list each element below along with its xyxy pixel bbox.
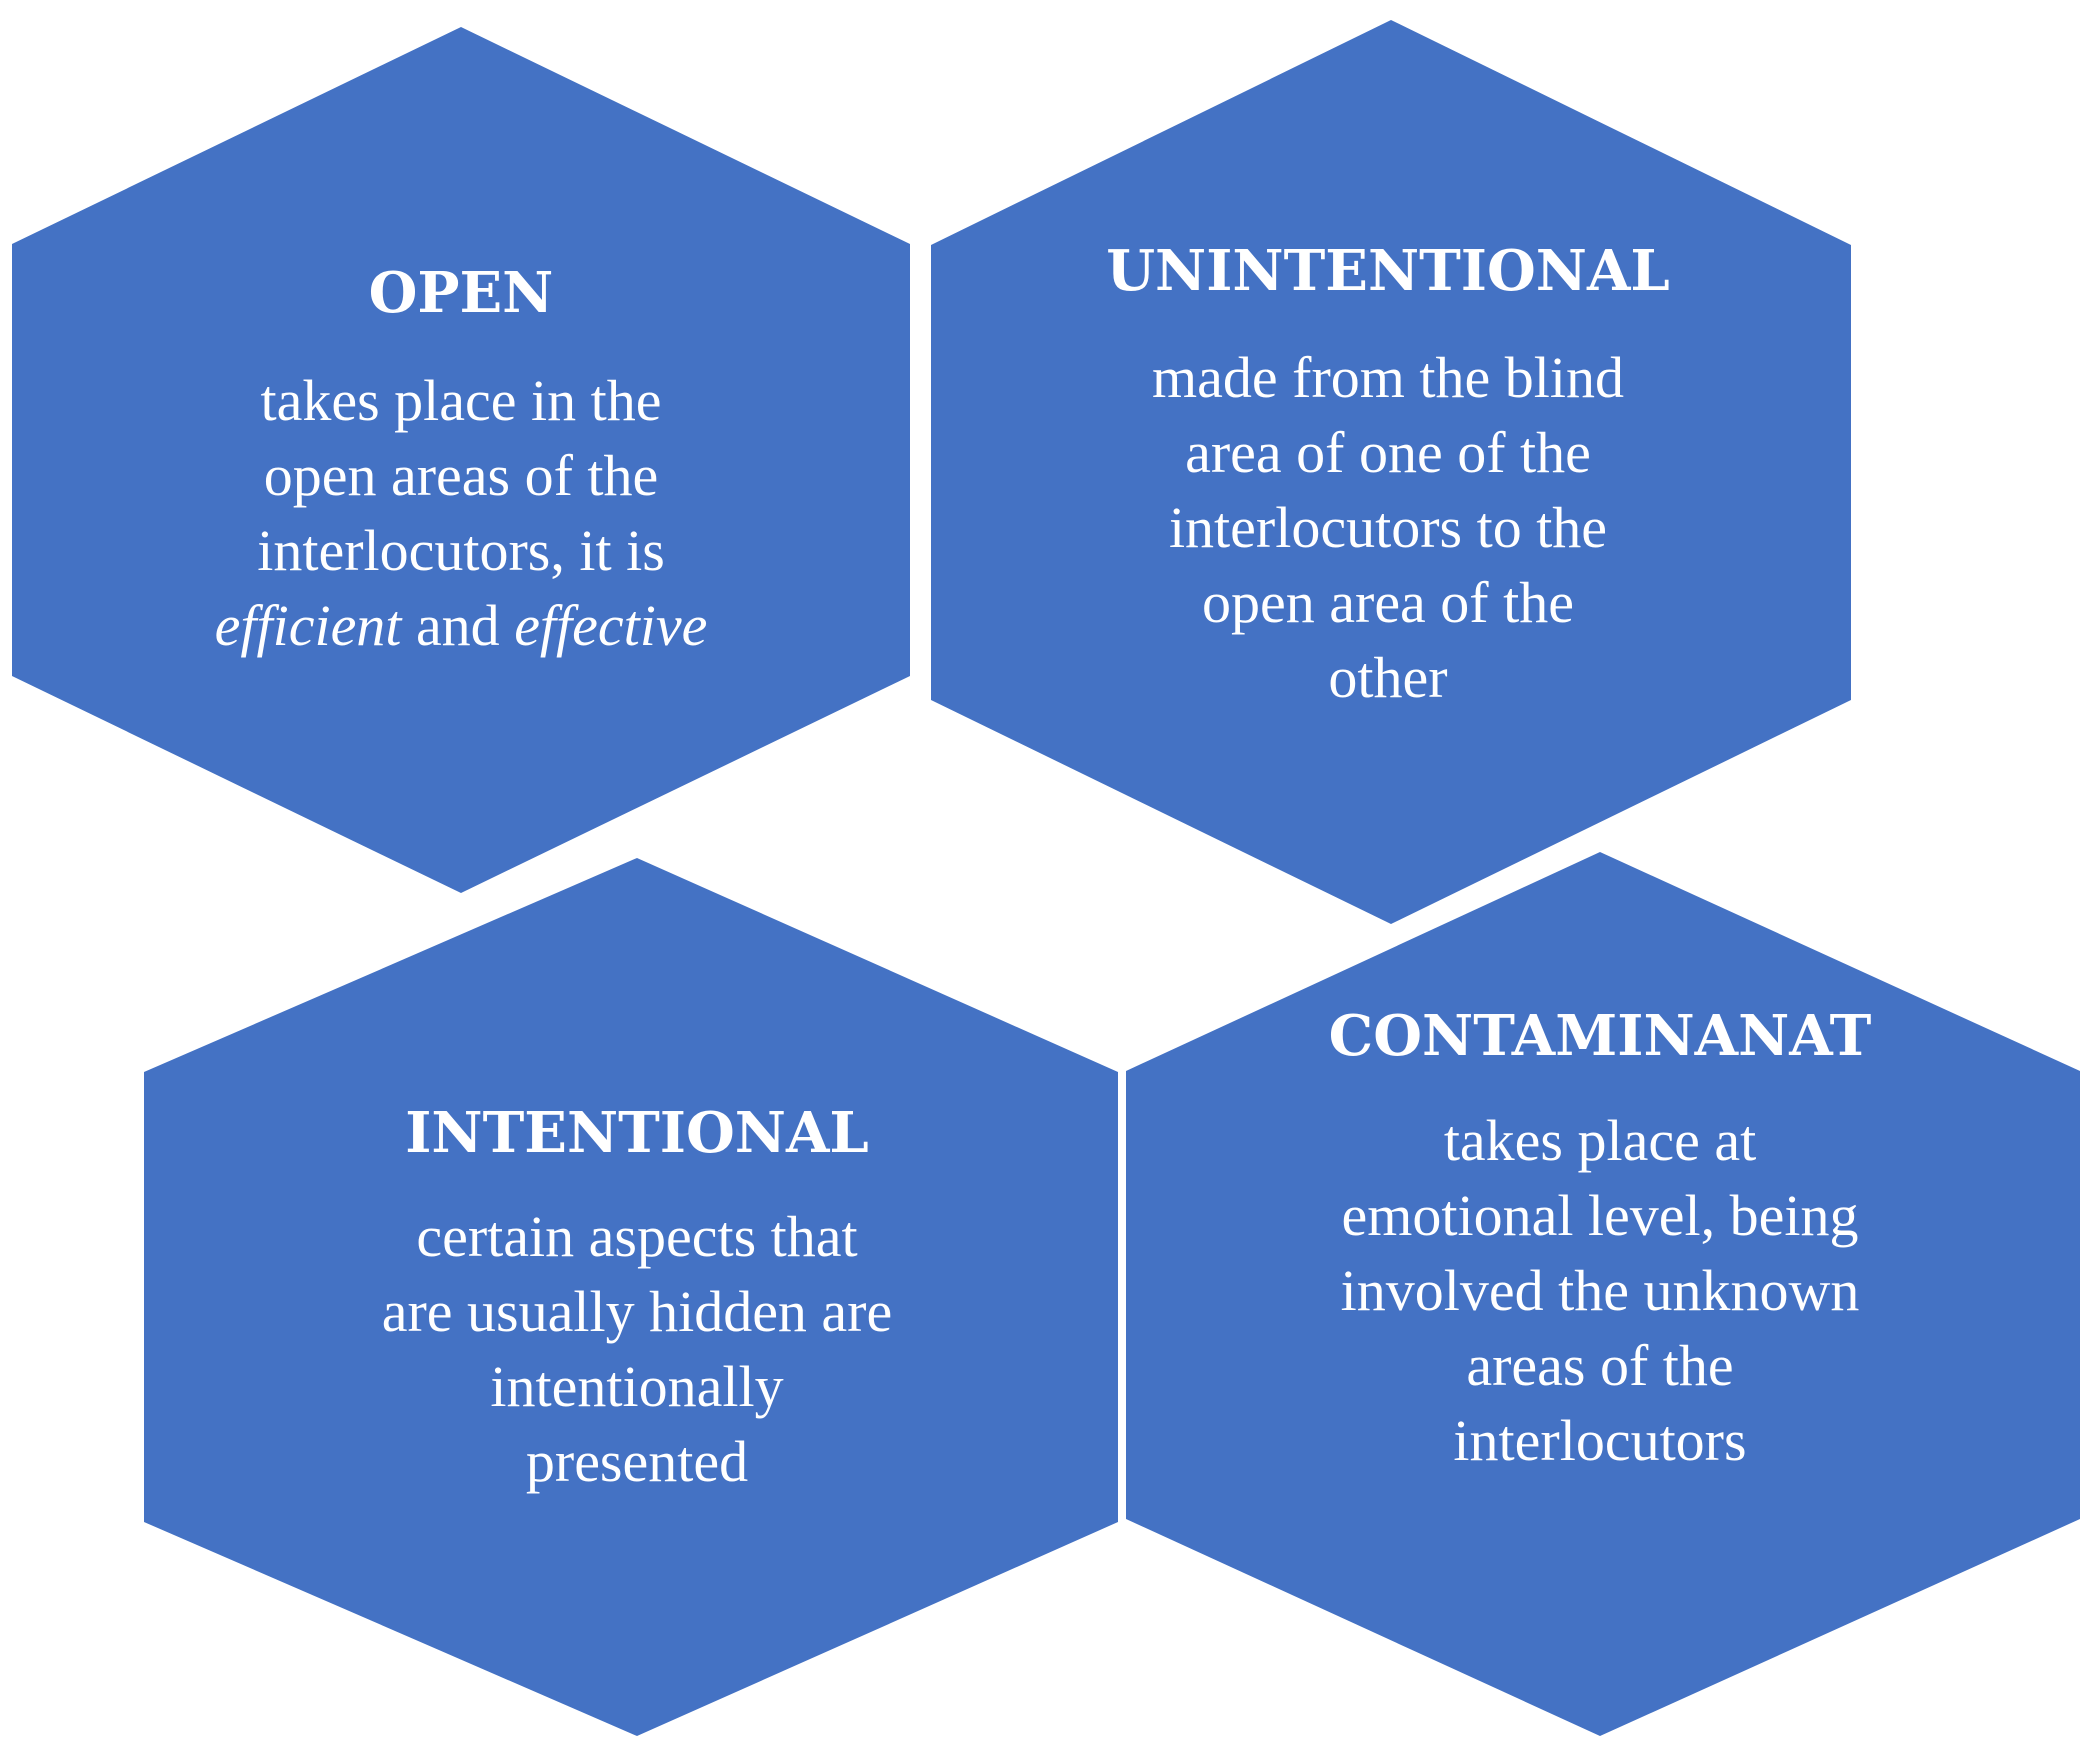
hexagon-intentional-shape [144, 858, 1118, 1736]
body-text: involved the unknown [1341, 1258, 1860, 1323]
hexagon-intentional: INTENTIONAL certain aspects that are usua… [144, 858, 1118, 1736]
hexagon-contaminanat-description-line: areas of the [1466, 1333, 1733, 1398]
body-text: area of one of the [1185, 420, 1591, 485]
body-text: intentionally [490, 1354, 783, 1419]
hexagon-contaminanat-description-line: takes place at [1444, 1108, 1756, 1173]
hexagon-unintentional: UNINTENTIONAL made from the blind area of… [931, 20, 1851, 924]
body-text: open area of the [1202, 570, 1574, 635]
hexagon-contaminanat-description-line: involved the unknown [1341, 1258, 1860, 1323]
body-text: takes place at [1444, 1108, 1756, 1173]
hexagon-open-description-line: takes place in the [261, 368, 662, 433]
hexagon-unintentional-shape [931, 20, 1851, 924]
hexagon-contaminanat-description-line: emotional level, being [1341, 1183, 1858, 1248]
hexagon-unintentional-description: made from the blind area of one of the int… [1152, 345, 1624, 710]
hexagon-open: OPEN takes place in the open areas of the… [12, 27, 910, 893]
body-text: and [401, 593, 514, 658]
hexagon-intentional-title: INTENTIONAL [405, 1100, 869, 1166]
hexagon-unintentional-description-line: interlocutors to the [1169, 495, 1607, 560]
body-text: are usually hidden are [382, 1279, 893, 1344]
body-text: areas of the [1466, 1333, 1733, 1398]
body-text: takes place in the [261, 368, 662, 433]
body-text: made from the blind [1152, 345, 1624, 410]
hexagon-intentional-description-line: certain aspects that [416, 1204, 857, 1269]
hexagon-contaminanat-description-line: interlocutors [1453, 1408, 1746, 1473]
emphasis-text: effective [514, 593, 707, 658]
hexagon-contaminanat-shape [1126, 852, 2080, 1736]
hexagon-open-description: takes place in the open areas of the inter… [215, 368, 708, 658]
hexagon-unintentional-description-line: area of one of the [1185, 420, 1591, 485]
hexagon-open-shape [12, 27, 910, 893]
hexagon-contaminanat-title: CONTAMINANAT [1329, 1003, 1872, 1069]
hexagon-intentional-description-line: presented [526, 1429, 748, 1494]
hexagon-open-description-line: open areas of the [264, 443, 659, 508]
hexagon-open-description-line: efficient and effective [215, 593, 708, 658]
emphasis-text: efficient [215, 593, 404, 658]
body-text: interlocutors, it is [257, 518, 665, 583]
hexagon-open-description-line: interlocutors, it is [257, 518, 665, 583]
hexagon-contaminanat: CONTAMINANAT takes place at emotional lev… [1126, 852, 2080, 1736]
hexagon-intentional-description: certain aspects that are usually hidden a… [382, 1204, 893, 1494]
hexagon-intentional-description-line: intentionally [490, 1354, 783, 1419]
body-text: interlocutors [1453, 1408, 1746, 1473]
hexagon-unintentional-description-line: made from the blind [1152, 345, 1624, 410]
hexagon-open-title: OPEN [369, 260, 554, 326]
body-text: other [1328, 645, 1447, 710]
body-text: interlocutors to the [1169, 495, 1607, 560]
body-text: certain aspects that [416, 1204, 857, 1269]
hexagon-intentional-description-line: are usually hidden are [382, 1279, 893, 1344]
hexagon-contaminanat-description: takes place at emotional level, being invo… [1341, 1108, 1860, 1473]
hexagon-unintentional-description-line: open area of the [1202, 570, 1574, 635]
body-text: presented [526, 1429, 748, 1494]
body-text: emotional level, being [1341, 1183, 1858, 1248]
hexagon-unintentional-title: UNINTENTIONAL [1106, 238, 1670, 304]
hexagon-unintentional-description-line: other [1328, 645, 1447, 710]
body-text: open areas of the [264, 443, 659, 508]
